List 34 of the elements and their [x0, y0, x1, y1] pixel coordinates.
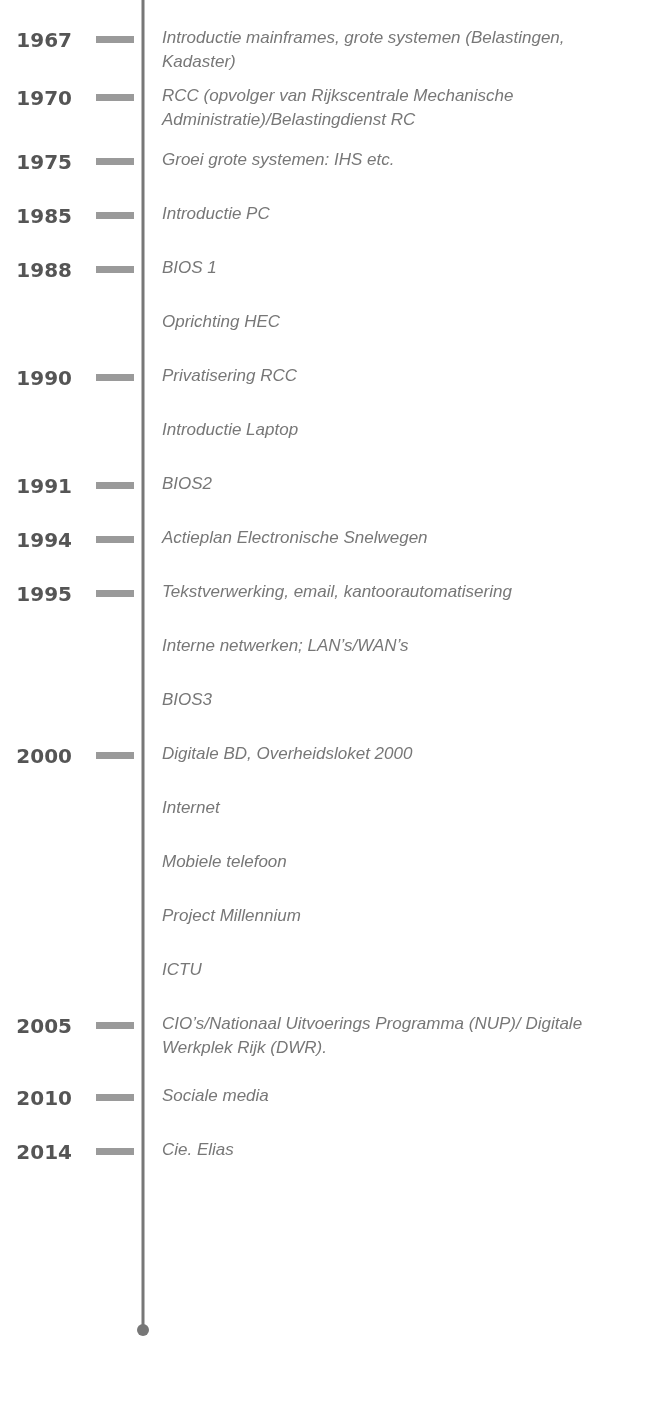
event-text: Groei grote systemen: IHS etc. — [162, 149, 396, 171]
year-label: 2010 — [16, 1086, 72, 1110]
event-text: Project Millennium — [162, 905, 302, 927]
event-text: Introductie mainframes, grote systemen (Belastingen, Kadaster) — [162, 27, 566, 73]
event-text: Interne netwerken; LAN’s/WAN’s — [162, 635, 410, 657]
event-text: Actieplan Electronische Snelwegen — [162, 527, 429, 549]
event-text: BIOS 1 — [162, 257, 218, 279]
year-label: 1970 — [16, 86, 72, 110]
event-text: Cie. Elias — [162, 1139, 235, 1161]
year-label: 1985 — [16, 204, 72, 228]
event-text: RCC (opvolger van Rijkscentrale Mechanische Administratie)/Belastingdienst RC — [162, 85, 515, 131]
year-label: 2005 — [16, 1014, 72, 1038]
event-text: Oprichting HEC — [162, 311, 282, 333]
event-text: BIOS2 — [162, 473, 214, 495]
event-text: Introductie Laptop — [162, 419, 300, 441]
event-text: Tekstverwerking, email, kantoorautomatisering — [162, 581, 513, 603]
event-text: Introductie PC — [162, 203, 271, 225]
event-text: Privatisering RCC — [162, 365, 299, 387]
event-text: ICTU — [162, 959, 203, 981]
year-label: 1967 — [16, 28, 72, 52]
year-label: 2000 — [16, 744, 72, 768]
year-label: 2014 — [16, 1140, 72, 1164]
year-label: 1988 — [16, 258, 72, 282]
event-text: Digitale BD, Overheidsloket 2000 — [162, 743, 414, 765]
year-label: 1991 — [16, 474, 72, 498]
year-label: 1990 — [16, 366, 72, 390]
event-text: Mobiele telefoon — [162, 851, 288, 873]
event-text: Sociale media — [162, 1085, 270, 1107]
year-label: 1994 — [16, 528, 72, 552]
year-label: 1975 — [16, 150, 72, 174]
event-text: Internet — [162, 797, 222, 819]
event-text: CIO’s/Nationaal Uitvoerings Programma (NUP)/ Digitale Werkplek Rijk (DWR). — [162, 1013, 584, 1059]
event-text: BIOS3 — [162, 689, 214, 711]
year-label: 1995 — [16, 582, 72, 606]
